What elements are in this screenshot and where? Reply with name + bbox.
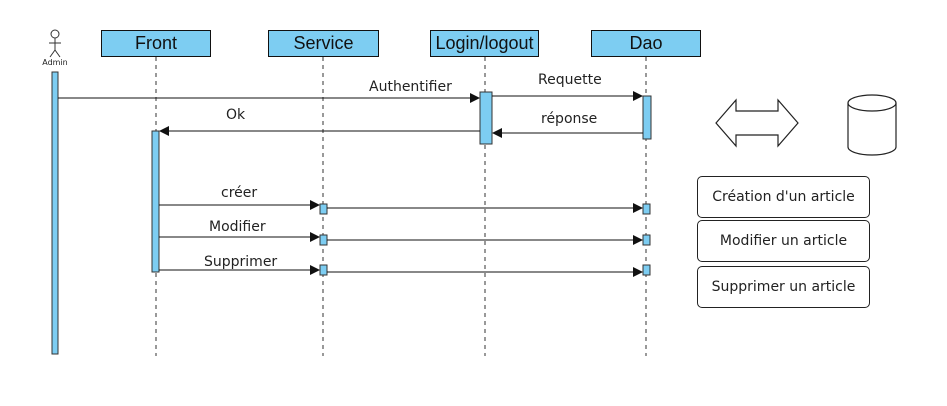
dao-activation-supprimer <box>642 264 651 276</box>
modifier-article-label: Modifier un article <box>719 233 848 249</box>
creer-label: créer <box>221 185 258 201</box>
service-activation-creer <box>319 203 328 215</box>
modifier-label: Modifier <box>209 219 266 235</box>
login-label: Login/logout <box>435 33 534 53</box>
modifier-article-note: Modifier un article <box>697 220 870 262</box>
front-lifeline-box: Front <box>101 30 211 57</box>
login-activation-bar <box>479 91 493 145</box>
dao-activation-creer <box>642 203 651 215</box>
login-lifeline-box: Login/logout <box>430 30 539 57</box>
supprimer-article-label: Supprimer un article <box>711 279 856 295</box>
authentifier-label: Authentifier <box>369 79 452 95</box>
admin-activation-bar <box>51 71 59 355</box>
creation-article-note: Création d'un article <box>697 176 870 218</box>
dao-label: Dao <box>629 33 663 53</box>
lifelines-dashed <box>155 57 647 356</box>
requette-label: Requette <box>538 72 602 88</box>
reponse-label: réponse <box>541 111 598 127</box>
dao-activation-bar <box>642 95 652 140</box>
admin-actor-icon <box>49 29 61 58</box>
service-lifeline-box: Service <box>268 30 379 57</box>
dao-activation-modifier <box>642 234 651 246</box>
creation-article-label: Création d'un article <box>712 189 855 205</box>
service-activation-supprimer <box>319 264 328 276</box>
service-activation-modifier <box>319 234 328 246</box>
dao-lifeline-box: Dao <box>591 30 701 57</box>
admin-label: Admin <box>42 58 68 67</box>
front-activation-bar <box>151 130 160 273</box>
supprimer-label: Supprimer <box>204 254 278 270</box>
database-cylinder-icon <box>847 94 897 156</box>
service-label: Service <box>293 33 354 53</box>
supprimer-article-note: Supprimer un article <box>697 266 870 308</box>
ok-label: Ok <box>226 107 246 123</box>
front-label: Front <box>134 33 177 53</box>
double-arrow-icon <box>715 98 799 148</box>
